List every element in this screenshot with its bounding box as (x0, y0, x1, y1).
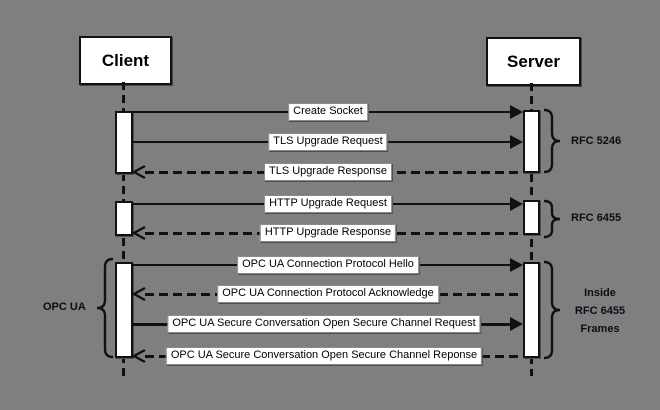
annotation-line: RFC 6455 (574, 305, 626, 317)
actor-label-client: Client (101, 50, 150, 70)
arrowhead-filled-right-icon (510, 258, 523, 272)
annotation-line: Inside (584, 287, 616, 299)
message-label: TLS Upgrade Response (263, 163, 393, 181)
arrowhead-open-left-icon (131, 286, 146, 302)
message-label: HTTP Upgrade Response (259, 224, 397, 242)
annotation-line: Frames (580, 323, 620, 335)
message-label: OPC UA Connection Protocol Acknowledge (217, 285, 439, 303)
activation-bar-client-3 (115, 262, 133, 358)
annotation-opc-ua: OPC UA (43, 301, 86, 313)
arrowhead-filled-right-icon (510, 105, 523, 119)
arrowhead-open-left-icon (131, 348, 146, 364)
brace-opc-ua (96, 257, 114, 359)
message-label: OPC UA Secure Conversation Open Secure C… (165, 347, 483, 365)
brace-rfc6455 (543, 199, 561, 239)
activation-bar-server-3 (523, 262, 540, 358)
message-label: Create Socket (288, 103, 368, 121)
message-label: OPC UA Connection Protocol Hello (237, 256, 419, 274)
activation-bar-client-2 (115, 201, 133, 236)
arrowhead-filled-right-icon (510, 197, 523, 211)
message-label: TLS Upgrade Request (268, 133, 388, 151)
actor-label-server: Server (507, 51, 560, 71)
arrowhead-filled-right-icon (510, 317, 523, 331)
arrowhead-open-left-icon (131, 225, 146, 241)
actor-box-server: Server (486, 37, 581, 86)
annotation-rfc6455: RFC 6455 (571, 212, 622, 224)
activation-bar-server-2 (523, 200, 540, 235)
brace-rfc5246 (543, 108, 561, 174)
message-label: HTTP Upgrade Request (264, 195, 392, 213)
brace-inside-frames (543, 260, 561, 360)
arrowhead-open-left-icon (131, 164, 146, 180)
activation-bar-server-1 (523, 110, 540, 173)
annotation-rfc5246: RFC 5246 (571, 135, 622, 147)
arrowhead-filled-right-icon (510, 135, 523, 149)
activation-bar-client-1 (115, 111, 133, 174)
annotation-inside-rfc6455-frames: Inside RFC 6455 Frames (564, 284, 636, 338)
message-label: OPC UA Secure Conversation Open Secure C… (167, 315, 481, 333)
actor-box-client: Client (79, 36, 172, 85)
